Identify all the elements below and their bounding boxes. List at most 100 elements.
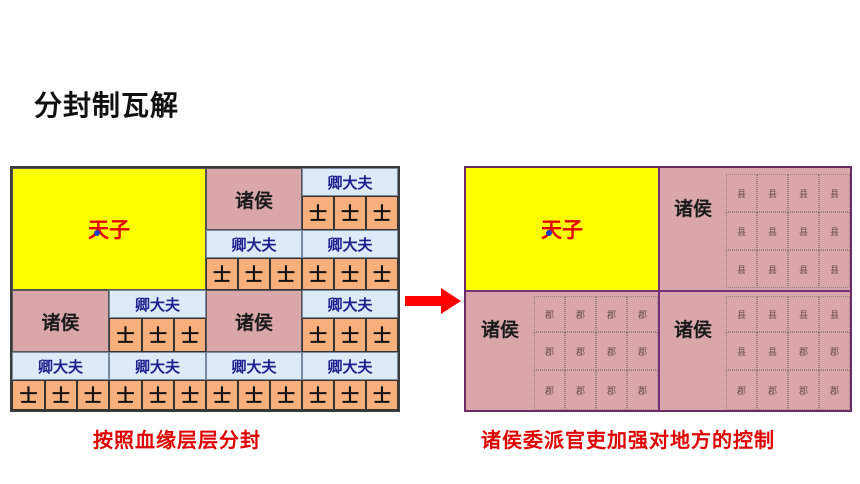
prefecture-cell: 郡: [819, 332, 850, 370]
page-title: 分封制瓦解: [34, 89, 180, 122]
qingdafu-label: 卿大夫: [134, 295, 180, 314]
prefecture-cell: 郡: [788, 332, 819, 370]
county-label: 县: [798, 265, 808, 276]
prefecture-cell: 郡: [596, 332, 627, 370]
prefecture-label: 郡: [637, 347, 647, 358]
shi-label: 士: [213, 265, 231, 286]
shi-block: 士: [366, 380, 398, 410]
county-label: 县: [767, 310, 777, 321]
prefecture-label: 郡: [544, 310, 554, 321]
qingdafu-block: 卿大夫: [109, 352, 206, 380]
shi-label: 士: [373, 265, 391, 286]
county-label: 县: [767, 189, 777, 200]
zhuhou-label-area: 诸侯: [660, 168, 726, 246]
county-cell: 县: [819, 296, 850, 332]
county-cell: 县: [757, 332, 788, 370]
county-cell: 县: [788, 174, 819, 212]
shi-label: 士: [116, 326, 135, 347]
zhuhou-label: 诸侯: [234, 311, 273, 334]
qingdafu-label: 卿大夫: [37, 357, 83, 376]
prefecture-label: 郡: [606, 386, 616, 397]
zhuhou-block: 诸侯: [12, 290, 109, 352]
prefecture-label: 郡: [829, 386, 839, 397]
shi-label: 士: [309, 265, 327, 286]
qingdafu-block: 卿大夫: [206, 230, 302, 258]
prefecture-label: 郡: [637, 386, 647, 397]
prefecture-label: 郡: [575, 386, 585, 397]
shi-label: 士: [373, 386, 391, 407]
prefecture-cell: 郡: [534, 370, 565, 410]
county-cell: 县: [788, 250, 819, 288]
divider: [658, 168, 660, 410]
prefecture-label: 郡: [606, 347, 616, 358]
qingdafu-label: 卿大夫: [327, 173, 373, 192]
prefecture-cell: 郡: [565, 370, 596, 410]
shi-label: 士: [245, 265, 263, 286]
capital-dot-icon: [546, 230, 552, 236]
prefecture-cell: 郡: [627, 370, 658, 410]
shi-label: 士: [181, 386, 199, 407]
zhuhou-label-area: 诸侯: [466, 292, 534, 364]
prefecture-cell: 郡: [819, 370, 850, 410]
zhuhou-label: 诸侯: [673, 318, 712, 341]
shi-label: 士: [277, 265, 295, 286]
zhuhou-block: 诸侯: [206, 290, 302, 352]
shi-block: 士: [142, 318, 174, 352]
qingdafu-block: 卿大夫: [302, 230, 398, 258]
prefecture-label: 郡: [798, 347, 808, 358]
shi-label: 士: [19, 386, 38, 407]
county-label: 县: [829, 189, 839, 200]
shi-label: 士: [341, 326, 359, 347]
shi-label: 士: [373, 204, 391, 225]
shi-block: 士: [334, 258, 366, 290]
shi-block: 士: [77, 380, 109, 410]
capital-dot-icon: [94, 230, 100, 236]
qingdafu-block: 卿大夫: [206, 352, 302, 380]
left-caption: 按照血缘层层分封: [93, 428, 261, 452]
county-label: 县: [736, 227, 746, 238]
county-cell: 县: [726, 212, 757, 250]
shi-label: 士: [309, 386, 327, 407]
prefecture-label: 郡: [798, 386, 808, 397]
county-system-diagram: 天子 诸侯 县 县 县 县 县 县 县 县 县 县 县 县 诸侯 郡 郡 郡 郡…: [464, 166, 852, 412]
county-label: 县: [798, 310, 808, 321]
prefecture-cell: 郡: [534, 332, 565, 370]
feudal-hierarchy-diagram: 天子 诸侯 卿大夫 士 士 士 卿大夫 卿大夫 士 士 士 士 士 士 诸侯 卿…: [10, 166, 400, 412]
tianzi-block: 天子: [466, 168, 658, 290]
shi-block: 士: [142, 380, 174, 410]
divider: [466, 290, 850, 292]
county-label: 县: [736, 189, 746, 200]
prefecture-cell: 郡: [627, 296, 658, 332]
shi-block: 士: [366, 196, 398, 230]
shi-block: 士: [174, 380, 206, 410]
tianzi-label: 天子: [88, 218, 130, 242]
county-label: 县: [798, 227, 808, 238]
shi-label: 士: [213, 386, 231, 407]
qingdafu-block: 卿大夫: [109, 290, 206, 318]
shi-label: 士: [277, 386, 295, 407]
shi-block: 士: [302, 258, 334, 290]
shi-block: 士: [270, 380, 302, 410]
qingdafu-label: 卿大夫: [327, 235, 373, 254]
qingdafu-block: 卿大夫: [302, 168, 398, 196]
county-label: 县: [736, 265, 746, 276]
prefecture-cell: 郡: [596, 296, 627, 332]
qingdafu-label: 卿大夫: [327, 357, 373, 376]
right-caption: 诸侯委派官吏加强对地方的控制: [481, 428, 775, 452]
shi-label: 士: [245, 386, 263, 407]
qingdafu-label: 卿大夫: [231, 235, 277, 254]
shi-block: 士: [238, 380, 270, 410]
zhuhou-label: 诸侯: [673, 197, 712, 220]
qingdafu-block: 卿大夫: [302, 290, 398, 318]
shi-label: 士: [309, 326, 327, 347]
shi-block: 士: [302, 318, 334, 352]
qingdafu-label: 卿大夫: [327, 295, 373, 314]
shi-block: 士: [45, 380, 77, 410]
county-label: 县: [829, 265, 839, 276]
shi-label: 士: [341, 265, 359, 286]
shi-block: 士: [366, 258, 398, 290]
right-arrow-icon: [405, 288, 461, 314]
shi-label: 士: [181, 326, 199, 347]
zhuhou-label-area: 诸侯: [660, 292, 726, 364]
county-cell: 县: [726, 174, 757, 212]
